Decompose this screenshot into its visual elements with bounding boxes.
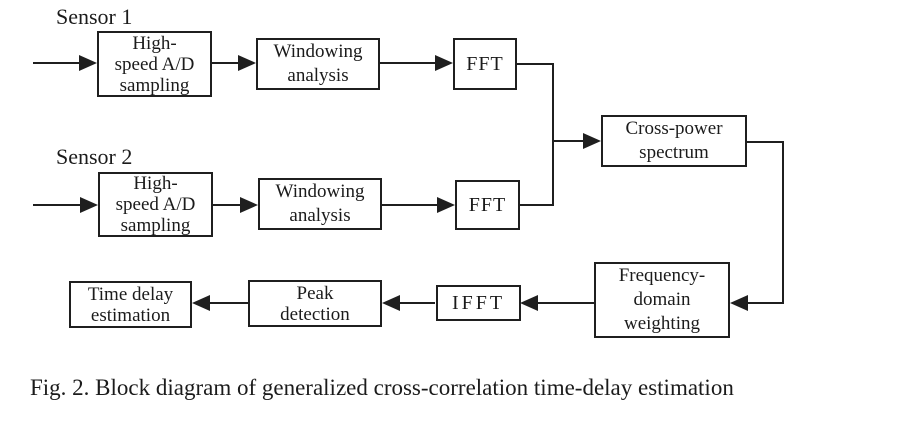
arrowhead-fdw-to-ifft <box>520 295 538 311</box>
line-ad1-to-w1 <box>212 62 238 64</box>
block-frequency-domain-weighting: Frequency- domain weighting <box>594 262 730 338</box>
line-w2-to-fft2 <box>382 204 437 206</box>
line-w1-to-fft1 <box>380 62 435 64</box>
arrowhead-sensor1-input <box>79 55 97 71</box>
block-label-line: Windowing <box>273 41 363 62</box>
block-high-speed-ad-sampling-2: High- speed A/D sampling <box>98 172 213 237</box>
figure-caption: Fig. 2. Block diagram of generalized cro… <box>30 375 734 400</box>
block-label-line: sampling <box>120 215 191 236</box>
block-label-line: speed A/D <box>115 194 196 215</box>
arrowhead-ifft-to-pd <box>382 295 400 311</box>
arrowhead-w1-to-fft1 <box>435 55 453 71</box>
block-label-line: Frequency- <box>618 265 706 286</box>
line-fft1-out <box>517 63 554 65</box>
arrowhead-w2-to-fft2 <box>437 197 455 213</box>
block-label-line: FFT <box>468 193 507 216</box>
block-label-line: Cross-power <box>625 118 723 139</box>
block-cross-power-spectrum: Cross-power spectrum <box>601 115 747 167</box>
block-label-line: analysis <box>289 205 351 226</box>
arrowhead-pd-to-tde <box>192 295 210 311</box>
arrowhead-ad2-to-w2 <box>240 197 258 213</box>
arrowhead-cps-to-fdw <box>730 295 748 311</box>
block-windowing-analysis-2: Windowing analysis <box>258 178 382 230</box>
arrowhead-sensor2-input <box>80 197 98 213</box>
arrowhead-junction-to-cps <box>583 133 601 149</box>
block-fft-2: FFT <box>455 180 520 230</box>
block-label-line: domain <box>633 289 691 310</box>
block-label-line: spectrum <box>639 142 709 163</box>
line-junction-to-cps <box>552 140 583 142</box>
block-label-line: High- <box>132 32 177 54</box>
block-label-line: estimation <box>90 304 171 326</box>
block-label-line: sampling <box>119 74 190 96</box>
block-windowing-analysis-1: Windowing analysis <box>256 38 380 90</box>
line-cps-to-fdw <box>748 302 784 304</box>
line-sensor2-input <box>33 204 80 206</box>
line-pd-to-tde <box>210 302 248 304</box>
line-cps-out <box>747 141 784 143</box>
line-ifft-to-pd <box>400 302 435 304</box>
block-high-speed-ad-sampling-1: High- speed A/D sampling <box>97 31 212 97</box>
line-sensor1-input <box>33 62 79 64</box>
sensor2-label: Sensor 2 <box>56 144 133 169</box>
line-fdw-to-ifft <box>538 302 594 304</box>
block-label-line: IFFT <box>451 291 506 314</box>
arrowhead-ad1-to-w1 <box>238 55 256 71</box>
block-label-line: Windowing <box>275 181 365 202</box>
block-label-line: Peak <box>296 282 334 304</box>
block-label-line: speed A/D <box>114 53 195 75</box>
block-ifft: IFFT <box>436 285 521 321</box>
block-time-delay-estimation: Time delay estimation <box>69 281 192 328</box>
block-label-line: weighting <box>624 313 700 334</box>
block-label-line: Time delay <box>87 283 174 305</box>
line-ad2-to-w2 <box>213 204 240 206</box>
block-peak-detection: Peak detection <box>248 280 382 327</box>
sensor1-label: Sensor 1 <box>56 4 133 29</box>
block-label-line: High- <box>133 173 178 194</box>
line-right-vertical <box>782 141 784 304</box>
line-fft-junction-vertical <box>552 63 554 206</box>
block-label-line: detection <box>280 303 350 325</box>
block-label-line: FFT <box>466 52 504 75</box>
block-label-line: analysis <box>287 65 349 86</box>
block-fft-1: FFT <box>453 38 517 90</box>
line-fft2-out <box>520 204 554 206</box>
